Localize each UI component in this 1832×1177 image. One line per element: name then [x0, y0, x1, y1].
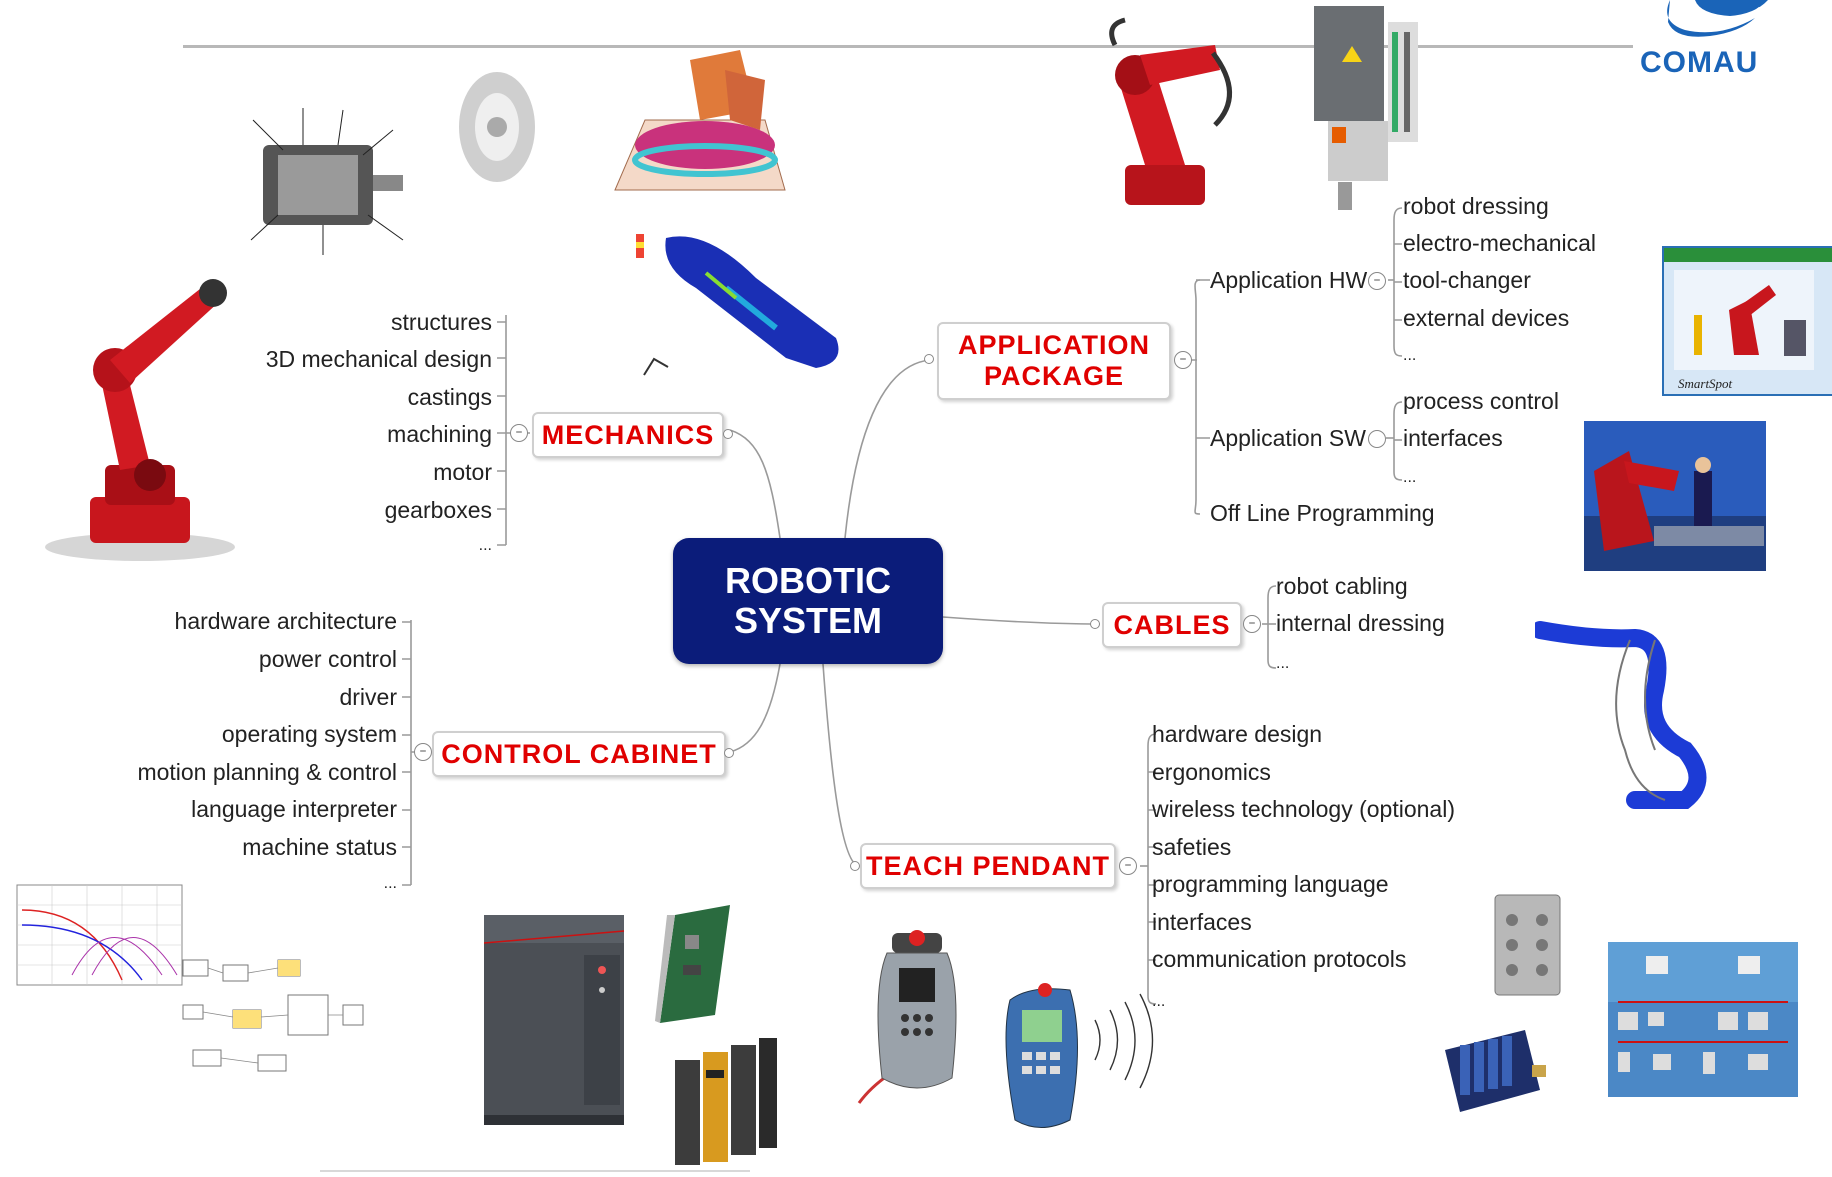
- cables-item: internal dressing: [1276, 610, 1445, 636]
- cables-connector-dot: [1090, 619, 1100, 629]
- mechanics-item: 3D mechanical design: [265, 346, 492, 372]
- logo-wordmark: COMAU: [1640, 46, 1759, 79]
- topic-application-package-line1: APPLICATION: [958, 330, 1150, 360]
- application-hw-item: ...: [1403, 347, 1417, 364]
- application-package-collapse-toggle[interactable]: –: [1174, 351, 1192, 369]
- cables-item: robot cabling: [1276, 573, 1408, 599]
- application-sw-item: interfaces: [1403, 425, 1503, 451]
- circuit-board-icon: [655, 905, 730, 1023]
- teach-pendant-item: safeties: [1152, 834, 1232, 860]
- mechanics-item: machining: [387, 421, 492, 447]
- application-cabinet-icon: [1314, 6, 1418, 210]
- teach-pendant-item: hardware design: [1152, 721, 1323, 747]
- teach-pendant-icon: [857, 930, 957, 1104]
- application-sw-item: process control: [1403, 388, 1559, 414]
- teach-pendant-item: ergonomics: [1152, 759, 1271, 785]
- topic-mechanics-label: MECHANICS: [541, 419, 715, 450]
- central-node-line1: ROBOTIC: [725, 560, 891, 601]
- control-cabinet-connector-dot: [724, 748, 734, 758]
- teach-pendant-item: communication protocols: [1152, 946, 1407, 972]
- control-cabinet-item: language interpreter: [191, 796, 397, 822]
- fem-robot-base-icon: [614, 50, 786, 191]
- application-sw-label: Application SW: [1210, 425, 1366, 451]
- mechanics-item: ...: [478, 537, 492, 554]
- mechanics-item: motor: [433, 459, 492, 485]
- cables-item: ...: [1276, 655, 1290, 672]
- welding-robot-icon: [1109, 17, 1232, 205]
- application-package-connector-dot: [924, 354, 934, 364]
- central-node[interactable]: ROBOTIC SYSTEM: [673, 538, 943, 664]
- gearbox-icon: [459, 72, 535, 182]
- motor-cutaway-icon: [250, 108, 404, 255]
- topic-mechanics[interactable]: MECHANICS: [532, 412, 724, 458]
- topic-control-cabinet[interactable]: CONTROL CABINET: [432, 731, 726, 777]
- topic-application-package-line2: PACKAGE: [983, 361, 1124, 391]
- teach-pendant-item: wireless technology (optional): [1152, 796, 1455, 822]
- application-hw-item: external devices: [1403, 305, 1570, 331]
- topic-cables[interactable]: CABLES: [1102, 602, 1242, 648]
- motor-chart-icon: [16, 884, 183, 986]
- control-cabinet-item: operating system: [221, 721, 397, 747]
- central-node-line2: SYSTEM: [733, 600, 883, 641]
- teach-pendant-item: ...: [1152, 993, 1166, 1010]
- control-cabinet-icon: [484, 915, 625, 1125]
- control-cabinet-item: hardware architecture: [174, 608, 397, 634]
- application-sw-item: ...: [1403, 469, 1417, 486]
- smartspot-screen-caption: SmartSpot: [1678, 376, 1733, 391]
- mechanics-connector-dot: [723, 429, 733, 439]
- fieldbus-modules-icon: [1445, 1030, 1546, 1112]
- application-hw-item: electro-mechanical: [1403, 230, 1597, 256]
- teach-pendant-item: interfaces: [1152, 909, 1252, 935]
- fem-arm-icon: [636, 234, 839, 368]
- rotation-arrow-icon: [643, 357, 669, 376]
- mechanics-item: gearboxes: [384, 497, 492, 523]
- teach-pendant-collapse-toggle[interactable]: –: [1119, 857, 1137, 875]
- header-rule: [183, 45, 1633, 48]
- footer-rule: [320, 1170, 750, 1172]
- topic-application-package[interactable]: APPLICATION PACKAGE: [937, 322, 1171, 400]
- comau-logo-icon: [1667, 0, 1768, 37]
- mechanics-collapse-toggle[interactable]: –: [510, 424, 528, 442]
- robot-cell-icon: [1584, 421, 1766, 571]
- topic-teach-pendant[interactable]: TEACH PENDANT: [860, 843, 1116, 889]
- topic-teach-pendant-label: TEACH PENDANT: [865, 850, 1110, 881]
- off-line-programming-label: Off Line Programming: [1210, 500, 1435, 526]
- teach-pendant-connector-dot: [850, 861, 860, 871]
- smartspot-screen: SmartSpot: [1662, 246, 1832, 396]
- topic-cables-label: CABLES: [1113, 609, 1231, 640]
- control-cabinet-item: driver: [339, 684, 397, 710]
- cable-dressing-icon: [1535, 621, 1707, 809]
- wireless-pendant-icon: [1005, 983, 1154, 1128]
- smartspot-screen-icon: [1674, 270, 1814, 370]
- application-hw-item: tool-changer: [1403, 267, 1531, 293]
- control-cabinet-item: ...: [383, 875, 397, 892]
- io-module-icon: [1494, 894, 1561, 996]
- topic-control-cabinet-label: CONTROL CABINET: [441, 738, 717, 769]
- application-hw-collapse-toggle[interactable]: –: [1368, 272, 1386, 290]
- control-cabinet-item: machine status: [242, 834, 397, 860]
- control-cabinet-collapse-toggle[interactable]: –: [414, 743, 432, 761]
- mechanics-item: structures: [391, 309, 492, 335]
- cables-collapse-toggle[interactable]: –: [1243, 615, 1261, 633]
- drive-modules-icon: [675, 1038, 777, 1165]
- application-hw-item: robot dressing: [1403, 193, 1549, 219]
- control-diagram-icon: [182, 959, 364, 1072]
- teach-pendant-item: programming language: [1152, 871, 1389, 897]
- control-cabinet-item: motion planning & control: [137, 759, 397, 785]
- network-diagram-icon: [1608, 942, 1798, 1097]
- robot-arm-icon: [45, 279, 235, 561]
- control-cabinet-item: power control: [258, 646, 397, 672]
- application-hw-label: Application HW: [1210, 267, 1368, 293]
- mechanics-item: castings: [407, 384, 492, 410]
- application-sw-collapse-toggle[interactable]: [1368, 430, 1386, 448]
